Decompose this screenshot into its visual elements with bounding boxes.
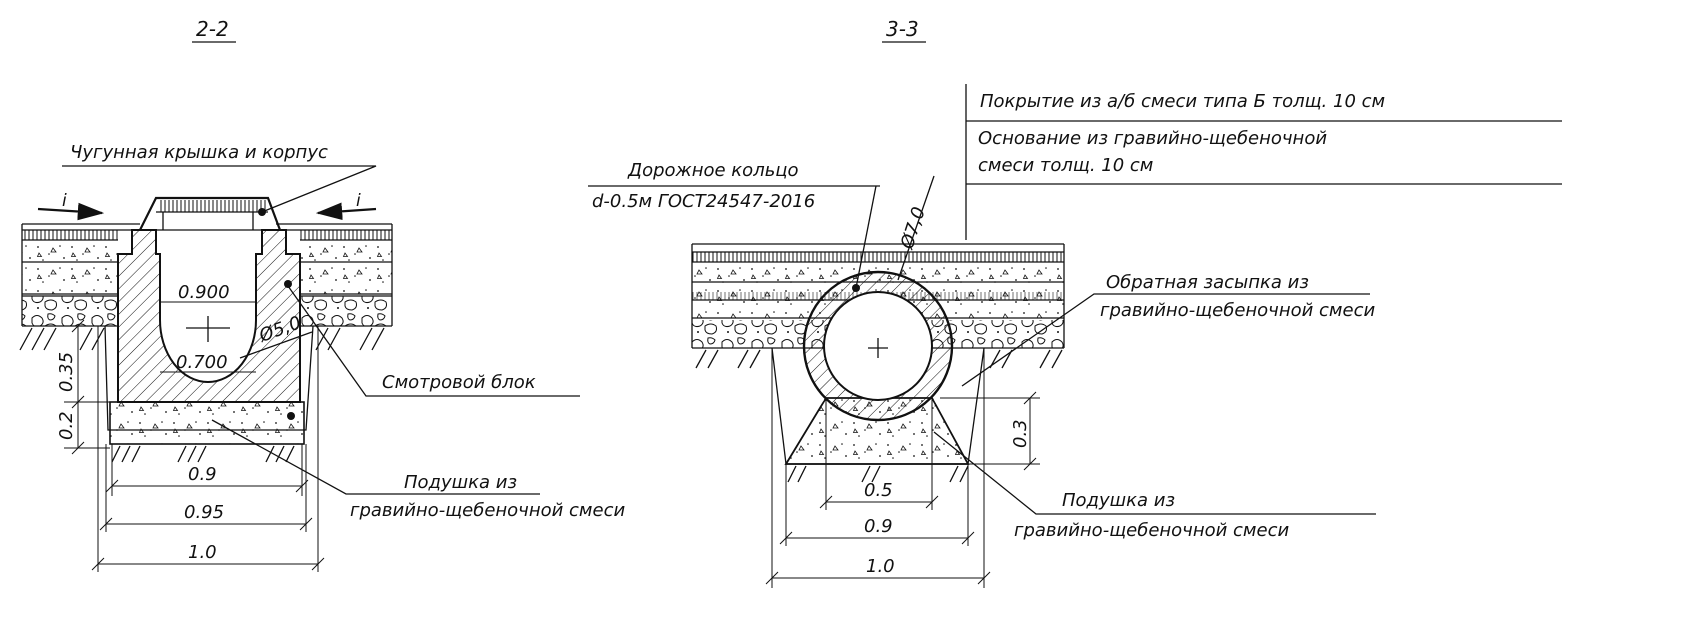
dim-height-035: 0.35 <box>56 352 77 392</box>
horizontal-dims-right <box>765 348 991 588</box>
dim-width-10-right: 1.0 <box>866 556 895 577</box>
dim-height-02: 0.2 <box>56 411 77 440</box>
base-label-2: смеси толщ. 10 см <box>978 155 1153 176</box>
cover-leader <box>62 165 377 213</box>
inspection-block <box>117 229 301 403</box>
dim-inner-bottom: 0.700 <box>176 352 228 373</box>
cushion-label-left-2: гравийно-щебеночной смеси <box>350 500 625 521</box>
slope-arrow-right <box>315 202 377 221</box>
backfill-label-2: гравийно-щебеночной смеси <box>1100 300 1375 321</box>
dim-height-03: 0.3 <box>1010 419 1031 448</box>
section-3-3: Покрытие из а/б смеси типа Б толщ. 10 см… <box>588 84 1562 588</box>
coating-label: Покрытие из а/б смеси типа Б толщ. 10 см <box>980 91 1385 112</box>
cover-label: Чугунная крышка и корпус <box>70 142 328 163</box>
dim-width-09-right: 0.9 <box>864 516 893 537</box>
road-layers-left <box>21 223 393 327</box>
section-title-3-3: 3-3 <box>886 17 919 41</box>
gravel-layer-left <box>22 296 118 326</box>
section-title-2-2: 2-2 <box>196 17 229 41</box>
dim-width-09: 0.9 <box>188 464 217 485</box>
slope-arrow-left <box>37 202 105 221</box>
block-leader <box>287 285 580 397</box>
cushion-marker-dot <box>287 412 295 420</box>
backfill-leader <box>961 293 1370 387</box>
cushion-leader-left <box>211 419 540 495</box>
gravel-layer-right <box>300 296 392 326</box>
slope-label-right: i <box>356 191 361 211</box>
section-2-2: i i 0.900 0.700 Ø5,0 <box>19 142 625 572</box>
slope-label-left: i <box>62 191 67 211</box>
cushion-label-right-1: Подушка из <box>1062 490 1175 511</box>
cushion-label-left-1: Подушка из <box>404 472 517 493</box>
vertical-dim-right <box>940 391 1040 471</box>
dim-width-095: 0.95 <box>184 502 224 523</box>
ring-dia-leader <box>897 175 935 281</box>
dim-width-05: 0.5 <box>864 480 893 501</box>
horizontal-dims-left <box>91 326 325 572</box>
cushion-layer-left <box>109 401 305 445</box>
dia-label-right: Ø7,0 <box>896 204 930 252</box>
cushion-label-right-2: гравийно-щебеночной смеси <box>1014 520 1289 541</box>
block-label: Смотровой блок <box>382 372 536 393</box>
asphalt-layer-left <box>22 230 118 240</box>
ring-label-2: d-0.5м ГОСТ24547-2016 <box>592 191 815 212</box>
asphalt-layer-right-section <box>692 252 1064 262</box>
cushion-leader-right <box>933 431 1376 515</box>
cast-iron-cover <box>139 196 282 231</box>
asphalt-layer-right <box>300 230 392 240</box>
block-marker-dot <box>284 280 292 288</box>
backfill-label-1: Обратная засыпка из <box>1106 272 1309 293</box>
vertical-dims-left <box>64 319 110 455</box>
dim-width-10: 1.0 <box>188 542 217 563</box>
ring-leader <box>855 185 877 289</box>
ring-label-1: Дорожное кольцо <box>627 160 799 181</box>
ground-marks-right <box>695 349 1063 483</box>
dim-inner-top: 0.900 <box>178 282 230 303</box>
base-label-1: Основание из гравийно-щебеночной <box>978 128 1327 149</box>
